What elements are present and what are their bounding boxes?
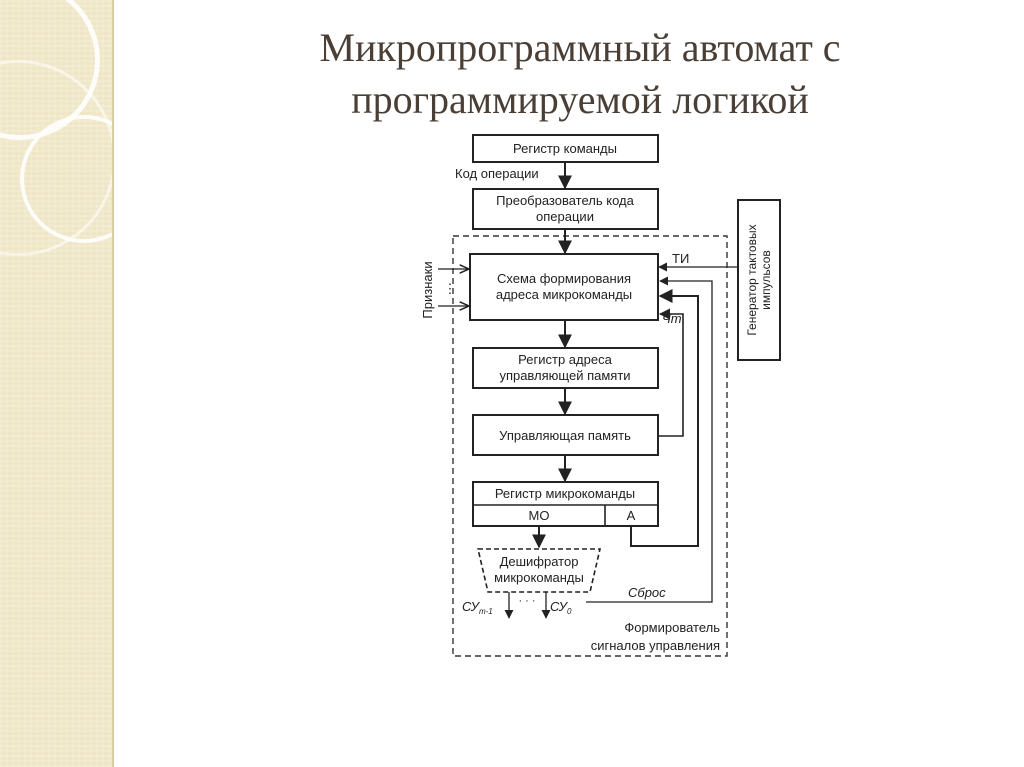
su-left-main: СУ <box>462 599 481 614</box>
ti-label: ТИ <box>672 251 689 266</box>
clock-generator-label-line2: импульсов <box>759 250 773 310</box>
decoder-shape <box>476 548 602 593</box>
control-memory-label: Управляющая память <box>499 428 631 443</box>
decoder-label-line2: микрокоманды <box>494 570 584 585</box>
signal-former-label-line2: сигналов управления <box>591 638 720 653</box>
opcode-converter-label-line1: Преобразователь кода <box>496 193 634 208</box>
flags-dots: ⋮ <box>444 281 457 296</box>
command-register-box <box>472 134 659 163</box>
address-scheme-label-line2: адреса микрокоманды <box>496 287 632 302</box>
side-panel-border <box>112 0 114 767</box>
clock-generator-box <box>737 199 781 361</box>
title-line-1: Микропрограммный автомат с <box>319 25 841 70</box>
reset-line <box>586 276 713 603</box>
control-memory-box <box>472 414 659 456</box>
mo-field-label: МО <box>529 508 550 523</box>
title-line-2: программируемой логикой <box>351 77 809 122</box>
decorative-side-panel <box>0 0 112 767</box>
command-register-label: Регистр команды <box>513 141 617 156</box>
opcode-converter-label-line2: операции <box>536 209 594 224</box>
su-right-label: СУ0 <box>550 599 572 616</box>
address-register-label-line1: Регистр адреса <box>518 352 612 367</box>
su-right-main: СУ <box>550 599 569 614</box>
signal-former-frame <box>452 235 728 657</box>
decoder-label-line1: Дешифратор <box>500 554 579 569</box>
signal-former-label-line1: Формирователь <box>624 620 720 635</box>
a-field-label: А <box>627 508 636 523</box>
su-right-sub: 0 <box>567 607 572 616</box>
slide-title: Микропрограммный автомат с программируем… <box>230 22 930 126</box>
flags-label: Признаки <box>420 261 435 318</box>
address-register-label-line2: управляющей памяти <box>499 368 630 383</box>
microcommand-register-box <box>472 481 659 527</box>
microcommand-register-label: Регистр микрокоманды <box>495 486 635 501</box>
clock-generator-label-line1: Генератор тактовых <box>745 224 759 335</box>
address-field-feedback-line <box>630 289 699 547</box>
reset-label: Сброс <box>628 585 666 600</box>
su-left-label: СУm-1 <box>462 599 493 616</box>
su-dots: · · · <box>518 595 535 607</box>
opcode-label: Код операции <box>455 166 539 181</box>
su-left-sub: m-1 <box>479 607 493 616</box>
chm-feedback-line <box>658 308 684 437</box>
address-scheme-label-line1: Схема формирования <box>497 271 631 286</box>
